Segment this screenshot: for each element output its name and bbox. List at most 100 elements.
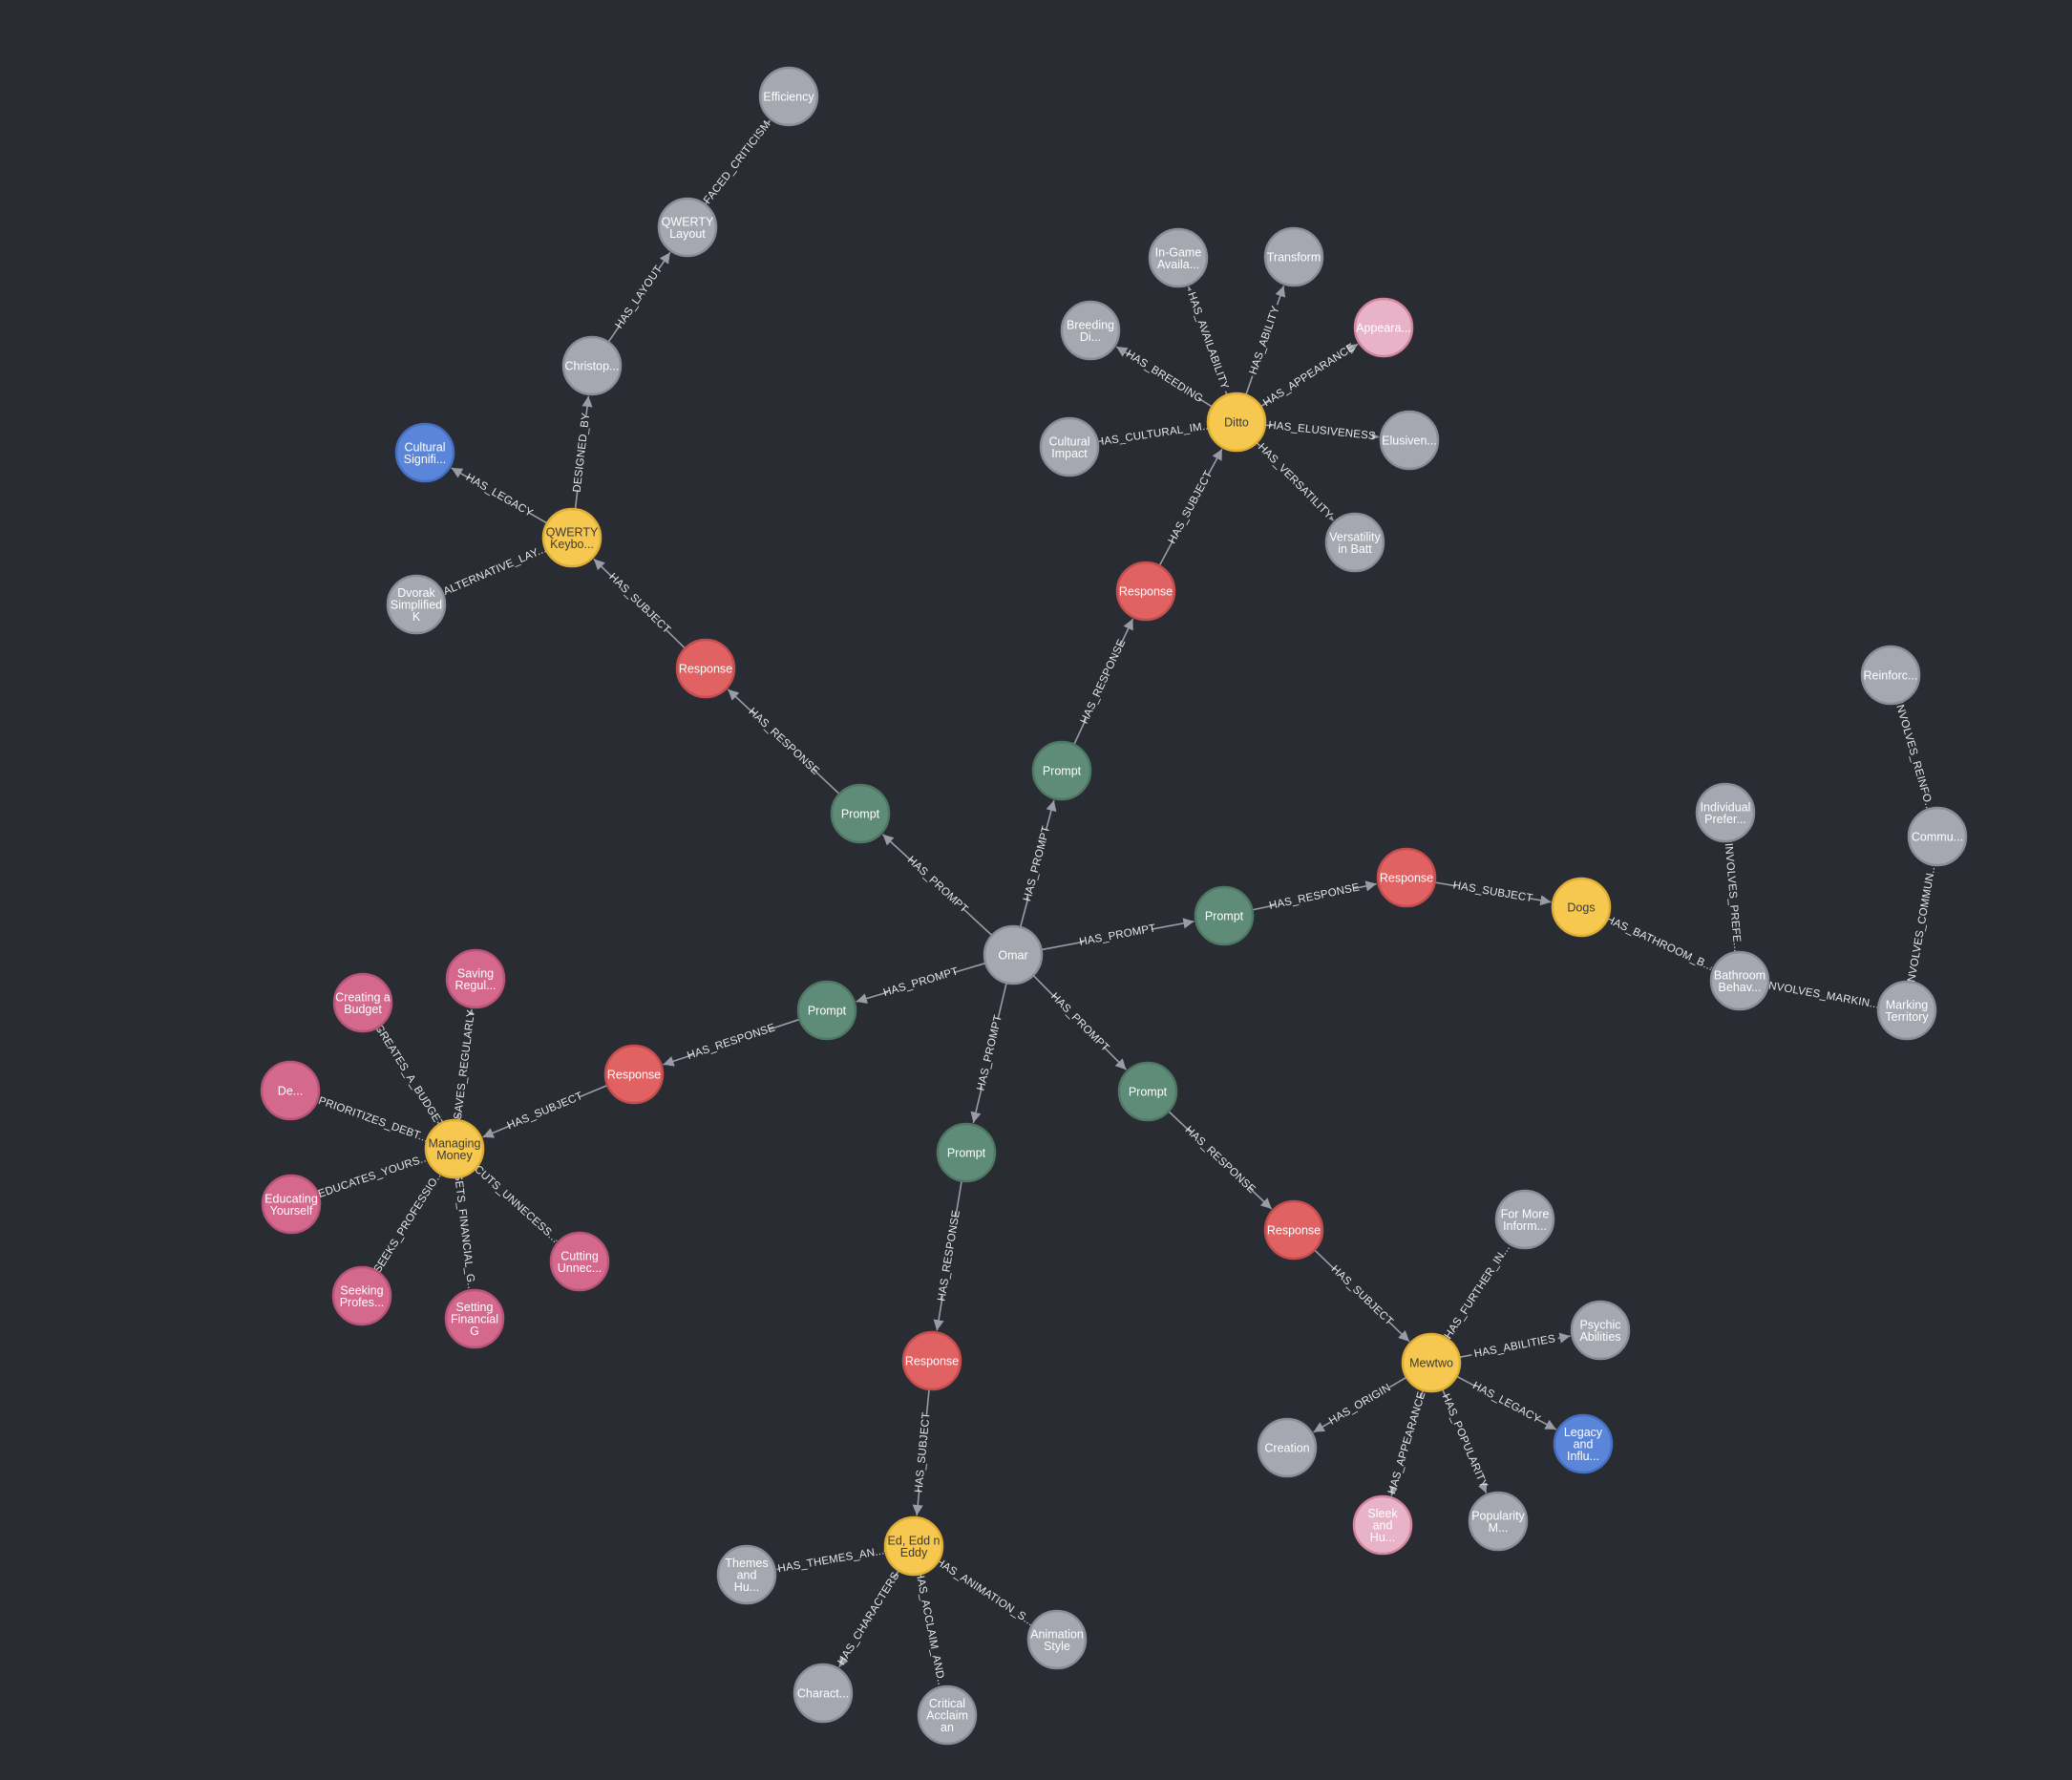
node-circle[interactable] — [561, 335, 623, 396]
node-p_dogs[interactable]: Prompt — [1194, 885, 1255, 946]
edge-mewtwo-for_more[interactable]: HAS_FURTHER_IN... — [1440, 1240, 1515, 1344]
node-circle[interactable] — [1860, 645, 1921, 706]
node-p_ed[interactable]: Prompt — [936, 1122, 997, 1183]
edge-omar-p_qwerty[interactable]: HAS_PROMPT — [881, 834, 993, 937]
node-circle[interactable] — [261, 1174, 322, 1235]
node-circle[interactable] — [883, 1515, 944, 1577]
node-circle[interactable] — [260, 1060, 321, 1121]
edge-ed-themes[interactable]: HAS_THEMES_AN... — [776, 1543, 886, 1578]
node-circle[interactable] — [1695, 782, 1756, 843]
node-circle[interactable] — [1401, 1332, 1462, 1393]
node-circle[interactable] — [1263, 1199, 1324, 1261]
edge-omar-p_ditto[interactable]: HAS_PROMPT — [1019, 799, 1057, 928]
edge-qwerty_layout-efficiency[interactable]: FACED_CRITICISM — [700, 117, 774, 207]
edge-money-seeking[interactable]: SEEKS_PROFESSIO... — [370, 1167, 448, 1277]
node-appeara[interactable]: Appeara... — [1353, 297, 1414, 358]
edge-mewtwo-legacy[interactable]: HAS_LEGACY — [1456, 1375, 1557, 1430]
node-circle[interactable] — [1031, 740, 1092, 801]
node-r_dogs[interactable]: Response — [1376, 847, 1437, 908]
node-circle[interactable] — [1376, 847, 1437, 908]
node-circle[interactable] — [1117, 1061, 1178, 1122]
node-r_ditto[interactable]: Response — [1115, 561, 1176, 622]
edge-qwerty-cultural_sig[interactable]: HAS_LEGACY — [451, 467, 548, 524]
node-circle[interactable] — [901, 1330, 962, 1391]
edge-mewtwo-creation[interactable]: HAS_ORIGIN — [1313, 1376, 1407, 1433]
node-circle[interactable] — [1379, 410, 1440, 471]
edge-r_mewtwo-mewtwo[interactable]: HAS_SUBJECT — [1314, 1249, 1410, 1343]
edge-r_ed-ed[interactable]: HAS_SUBJECT — [911, 1388, 935, 1516]
node-circle[interactable] — [1553, 1413, 1614, 1474]
edge-money-setting[interactable]: SETS_FINANCIAL_G... — [449, 1169, 480, 1297]
node-circle[interactable] — [332, 972, 393, 1033]
node-circle[interactable] — [1206, 392, 1267, 453]
edge-money-educating[interactable]: EDUCATES_YOURS... — [316, 1151, 432, 1202]
node-r_mewtwo[interactable]: Response — [1263, 1199, 1324, 1261]
edge-qwerty-christop[interactable]: DESIGNED_BY — [569, 395, 595, 510]
node-circle[interactable] — [1324, 512, 1385, 573]
edge-r_money-money[interactable]: HAS_SUBJECT — [482, 1084, 608, 1138]
node-r_ed[interactable]: Response — [901, 1330, 962, 1391]
edge-bathroom-marking[interactable]: INVOLVES_MARKIN... — [1762, 977, 1883, 1014]
node-p_mewtwo[interactable]: Prompt — [1117, 1061, 1178, 1122]
node-reinforc[interactable]: Reinforc... — [1860, 645, 1921, 706]
node-circle[interactable] — [1468, 1491, 1529, 1552]
node-circle[interactable] — [830, 783, 891, 844]
edge-ed-charact[interactable]: HAS_CHARACTERS — [835, 1569, 904, 1668]
edge-ditto-cultural_impact[interactable]: HAS_CULTURAL_IM... — [1093, 417, 1215, 451]
edge-omar-p_dogs[interactable]: HAS_PROMPT — [1041, 918, 1195, 951]
node-circle[interactable] — [1148, 227, 1209, 288]
edge-ditto-breeding[interactable]: HAS_BREEDING — [1115, 346, 1214, 408]
edge-p_ed-r_ed[interactable]: HAS_RESPONSE — [933, 1180, 964, 1331]
node-circle[interactable] — [1494, 1189, 1555, 1250]
node-circle[interactable] — [796, 980, 857, 1041]
node-circle[interactable] — [1060, 300, 1121, 361]
node-circle[interactable] — [675, 638, 736, 699]
node-r_money[interactable]: Response — [603, 1044, 665, 1105]
edge-ditto-appeara[interactable]: HAS_APPEARANCE — [1259, 340, 1359, 411]
edge-r_ditto-ditto[interactable]: HAS_SUBJECT — [1158, 448, 1223, 566]
node-circle[interactable] — [1570, 1300, 1631, 1361]
node-circle[interactable] — [424, 1118, 485, 1179]
node-circle[interactable] — [758, 66, 819, 127]
node-circle[interactable] — [1876, 980, 1937, 1041]
node-mewtwo[interactable]: Mewtwo — [1401, 1332, 1462, 1393]
node-circle[interactable] — [541, 507, 603, 568]
node-circle[interactable] — [917, 1685, 978, 1746]
node-circle[interactable] — [1039, 416, 1100, 477]
edge-ditto-ingame[interactable]: HAS_AVAILABILITY — [1182, 286, 1234, 395]
node-circle[interactable] — [549, 1231, 610, 1292]
node-circle[interactable] — [445, 948, 506, 1009]
node-p_qwerty[interactable]: Prompt — [830, 783, 891, 844]
node-efficiency[interactable]: Efficiency — [758, 66, 819, 127]
node-circle[interactable] — [1257, 1417, 1318, 1478]
node-circle[interactable] — [1352, 1494, 1413, 1556]
edge-p_mewtwo-r_mewtwo[interactable]: HAS_RESPONSE — [1168, 1111, 1273, 1210]
node-p_ditto[interactable]: Prompt — [1031, 740, 1092, 801]
edge-commu-reinforc[interactable]: INVOLVES_REINFO... — [1890, 697, 1938, 816]
node-circle[interactable] — [1907, 806, 1968, 867]
node-circle[interactable] — [386, 574, 447, 635]
edge-r_dogs-dogs[interactable]: HAS_SUBJECT — [1434, 878, 1552, 906]
node-circle[interactable] — [1115, 561, 1176, 622]
node-r_qwerty[interactable]: Response — [675, 638, 736, 699]
node-circle[interactable] — [1551, 877, 1612, 938]
node-ditto[interactable]: Ditto — [1206, 392, 1267, 453]
edge-mewtwo-popularity[interactable]: HAS_POPULARITY — [1438, 1388, 1491, 1494]
